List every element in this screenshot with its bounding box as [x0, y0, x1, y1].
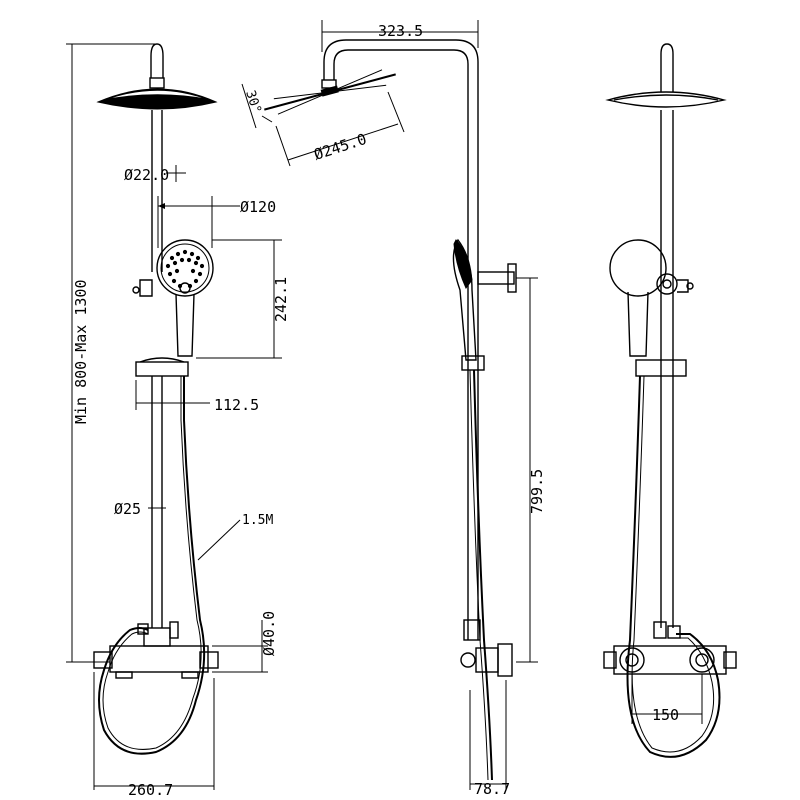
inlet-spacing-label: 150	[652, 706, 679, 724]
thermostatic-mixer-back	[613, 645, 727, 675]
mixer-width-label: 260.7	[128, 781, 173, 799]
back-view: 150	[603, 43, 737, 758]
head-tilt-label: 30°	[242, 89, 264, 116]
head-diameter-label: Ø245.0	[312, 130, 369, 164]
height-range-label: Min 800-Max 1300	[72, 280, 90, 425]
side-view: 323.5 30° Ø245.0 799.5	[241, 20, 546, 798]
hand-shower-head-front	[156, 239, 214, 297]
side-height-label: 799.5	[528, 469, 546, 514]
pipe-diameter-upper-label: Ø22.0	[124, 166, 169, 184]
hand-shower-back	[609, 239, 667, 297]
slider-bracket-front	[135, 361, 189, 377]
handshower-width-label: Ø120	[240, 198, 276, 216]
hand-shower-side	[453, 239, 473, 289]
pipe-diameter-lower-label: Ø25	[114, 500, 141, 518]
side-depth-label: 78.7	[474, 780, 510, 798]
handshower-height-label: 242.1	[272, 277, 290, 322]
front-view: Min 800-Max 1300 Ø22.0 Ø120	[66, 43, 290, 799]
thermostatic-mixer-front	[109, 645, 209, 673]
rain-head-back	[605, 91, 727, 108]
arm-reach-label: 323.5	[378, 22, 423, 40]
slider-offset-label: 112.5	[214, 396, 259, 414]
hose-length-label: 1.5M	[242, 513, 273, 528]
mixer-diameter-label: Ø40.0	[260, 611, 278, 656]
hose-front	[98, 376, 206, 755]
